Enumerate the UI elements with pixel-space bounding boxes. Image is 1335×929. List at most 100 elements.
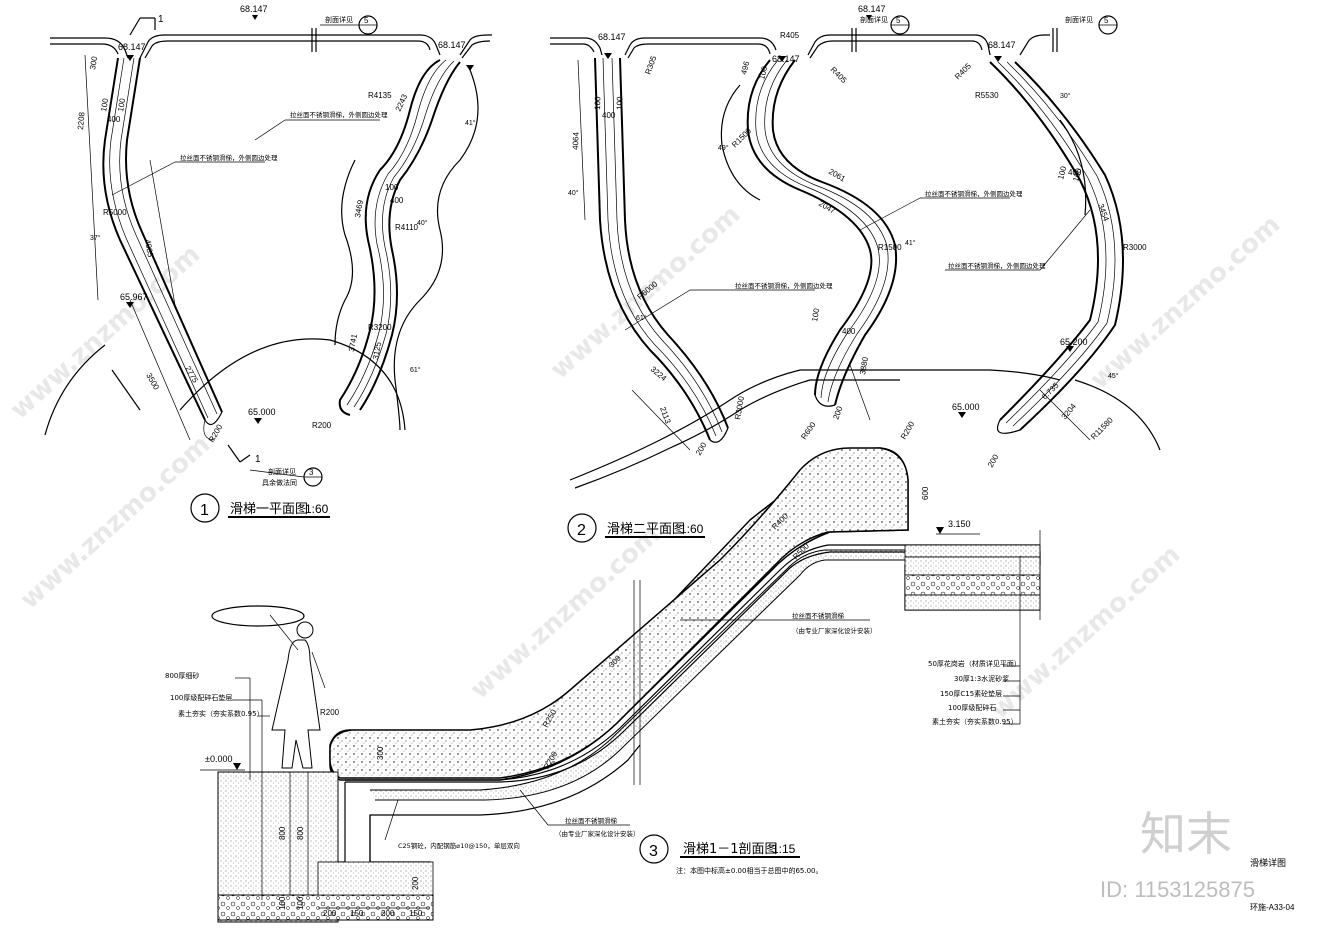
- svg-text:5: 5: [1104, 16, 1109, 25]
- svg-text:200: 200: [986, 452, 1001, 469]
- section-top-note-2: （由专业厂家深化设计安装）: [792, 626, 877, 635]
- section-title: 滑梯1－1剖面图: [683, 842, 778, 857]
- plan2-note-1: 拉丝面不锈钢滑梯，外侧圆边处理: [735, 281, 833, 290]
- svg-text:R200: R200: [312, 421, 332, 430]
- svg-text:200: 200: [381, 909, 395, 918]
- sec-ref-sub: 具余做法同: [262, 478, 297, 487]
- plan2-note-3: 拉丝面不锈钢滑梯，外侧圆边处理: [948, 261, 1046, 270]
- svg-text:R200: R200: [899, 419, 917, 441]
- brand-block: 知末 滑梯详图 ID: 1153125875 环施-A33-04: [1100, 807, 1295, 912]
- svg-text:素土夯实（夯实系数0.95）: 素土夯实（夯实系数0.95）: [178, 709, 264, 718]
- svg-text:R405: R405: [780, 31, 800, 40]
- svg-text:R3200: R3200: [368, 323, 392, 332]
- watermark-text-2: www.znzmo.com: [15, 429, 217, 615]
- svg-text:496: 496: [739, 60, 751, 76]
- svg-text:5: 5: [364, 16, 369, 25]
- svg-text:100: 100: [1056, 165, 1068, 181]
- section-bot-note-2: （由专业厂家深化设计安装）: [555, 829, 640, 838]
- section-elev-zero: ±0.000: [205, 754, 232, 764]
- watermark-text-1: www.znzmo.com: [5, 239, 207, 425]
- plan2-title: 滑梯二平面图: [607, 522, 685, 537]
- plan1-note: 拉丝面不锈钢滑梯，外侧圆边处理: [290, 110, 388, 119]
- svg-text:400: 400: [107, 115, 121, 124]
- svg-text:41°: 41°: [905, 239, 916, 247]
- left-layer-labels: 800厚细砂 100厚级配碎石垫层 素土夯实（夯实系数0.95）: [165, 671, 270, 900]
- svg-text:R305: R305: [643, 54, 658, 76]
- svg-text:100: 100: [116, 97, 127, 112]
- svg-text:300: 300: [88, 55, 99, 70]
- svg-text:3741: 3741: [347, 333, 359, 353]
- plan2-scale: 1:60: [680, 522, 704, 536]
- svg-text:R405: R405: [829, 65, 849, 85]
- svg-text:200: 200: [831, 405, 844, 421]
- svg-text:68.147: 68.147: [598, 32, 626, 42]
- section-mark-bottom: 1: [255, 454, 261, 465]
- plan1-scale: 1:60: [305, 502, 329, 516]
- elev-mid: 65.967: [120, 292, 148, 302]
- svg-text:100: 100: [810, 307, 821, 322]
- svg-text:200: 200: [694, 440, 709, 457]
- svg-text:30°: 30°: [1060, 92, 1071, 100]
- svg-text:100厚级配碎石垫层: 100厚级配碎石垫层: [170, 693, 232, 702]
- svg-text:41°: 41°: [465, 119, 476, 127]
- svg-text:R600: R600: [799, 420, 818, 441]
- svg-text:400: 400: [602, 111, 616, 120]
- brand-logo: 知末: [1140, 807, 1232, 861]
- svg-text:3880: 3880: [858, 356, 870, 376]
- svg-text:100厚级配碎石: 100厚级配碎石: [948, 703, 996, 712]
- svg-text:400: 400: [1068, 168, 1082, 177]
- svg-text:800: 800: [296, 826, 305, 840]
- section-elev-top: 3.150: [948, 519, 971, 529]
- svg-text:R200: R200: [207, 422, 225, 444]
- elev-left: 68.147: [118, 42, 146, 52]
- svg-text:800: 800: [278, 826, 287, 840]
- svg-text:3204: 3204: [1060, 401, 1079, 421]
- svg-text:R4110: R4110: [395, 223, 419, 232]
- plan1-number: 1: [200, 502, 209, 519]
- svg-text:68.147: 68.147: [988, 40, 1016, 50]
- right-layer-labels: 50厚花岗岩（材质详见平面） 30厚1:3水泥砂浆 150厚C15素砼垫层 10…: [928, 556, 1021, 726]
- svg-text:R3000: R3000: [733, 395, 746, 420]
- svg-text:45°: 45°: [1108, 372, 1119, 380]
- svg-text:6.735: 6.735: [1040, 381, 1061, 402]
- ref-label: 剖面详见: [325, 15, 353, 24]
- svg-text:68.147: 68.147: [772, 54, 800, 64]
- svg-text:800厚细砂: 800厚细砂: [165, 671, 199, 680]
- svg-text:2243: 2243: [394, 92, 410, 112]
- svg-text:150: 150: [350, 909, 364, 918]
- watermark-text-5: www.znzmo.com: [1085, 209, 1287, 395]
- svg-text:61°: 61°: [636, 314, 647, 322]
- svg-text:2208: 2208: [76, 111, 87, 130]
- svg-text:3500: 3500: [144, 372, 161, 392]
- svg-text:2061: 2061: [827, 167, 847, 184]
- svg-text:5: 5: [896, 16, 901, 25]
- section-footnote: 注：本图中标高±0.00相当于总图中的65.00。: [676, 866, 823, 875]
- plan2-note-2: 拉丝面不锈钢滑梯，外侧圆边处理: [925, 189, 1023, 198]
- sheet-number: 环施-A33-04: [1250, 902, 1295, 912]
- svg-text:2047: 2047: [817, 199, 837, 216]
- svg-text:R4135: R4135: [368, 91, 392, 100]
- child-silhouette: [211, 605, 326, 769]
- svg-text:40°: 40°: [568, 189, 579, 197]
- section-scale: 1:15: [772, 842, 796, 856]
- svg-text:200: 200: [411, 876, 420, 890]
- elev-top: 68.147: [240, 4, 268, 14]
- svg-text:剖面详见: 剖面详见: [1065, 15, 1093, 24]
- svg-text:R5000: R5000: [103, 208, 127, 217]
- svg-text:100: 100: [615, 96, 624, 110]
- gravel-layer: [217, 894, 434, 921]
- section-number: 3: [649, 843, 658, 860]
- plan-2: 68.147 68.147 68.147 68.147 65.200 65.00…: [550, 4, 1161, 543]
- svg-text:R200: R200: [320, 708, 340, 717]
- svg-text:100: 100: [593, 96, 602, 110]
- svg-text:2113: 2113: [658, 406, 673, 426]
- section-mark-top: 1: [158, 14, 164, 25]
- svg-text:400: 400: [842, 327, 856, 336]
- svg-text:3125: 3125: [371, 341, 383, 361]
- svg-text:49°: 49°: [718, 144, 729, 152]
- plan-1: 1 1 68.147 68.147 68.147 65.967 65.000 5…: [44, 4, 492, 523]
- svg-text:R11580: R11580: [1089, 415, 1115, 441]
- section-title-circle: [639, 834, 669, 864]
- svg-text:3469: 3469: [353, 199, 365, 219]
